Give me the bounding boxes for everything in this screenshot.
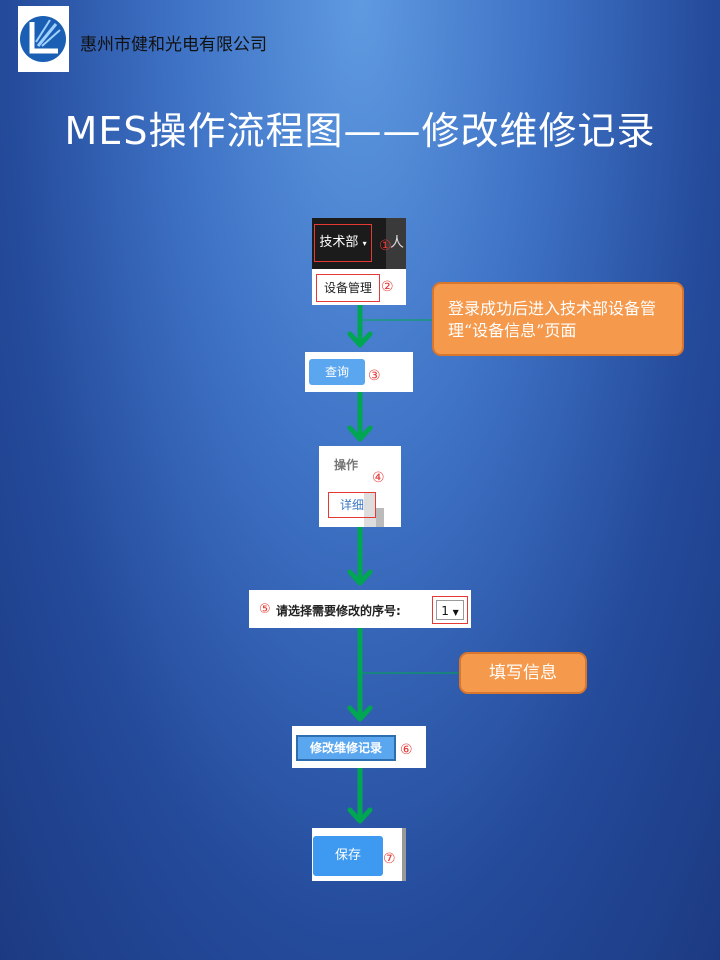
detail-button[interactable]: 详细 [328, 492, 376, 518]
equipment-management-item[interactable]: 设备管理 [316, 274, 380, 302]
page-title: MES操作流程图——修改维修记录 [64, 109, 656, 153]
modify-repair-record-button[interactable]: 修改维修记录 [296, 735, 396, 761]
tech-dept-label: 技术部 [319, 235, 359, 250]
scrollbar-thumb[interactable] [376, 508, 384, 527]
save-button[interactable]: 保存 [313, 836, 383, 876]
step6-number: ⑥ [400, 742, 413, 758]
serial-value: 1 [441, 604, 449, 618]
callout-fill-info: 填写信息 [459, 652, 587, 694]
step1-next-menu: 人 [386, 218, 406, 269]
dropdown-arrow-icon: ▼ [452, 608, 459, 617]
arrowhead-3 [347, 569, 373, 586]
arrowhead-2 [347, 425, 373, 442]
serial-select-highlight [432, 596, 468, 624]
step3-number: ③ [368, 368, 381, 384]
operation-column-header: 操作 [334, 458, 359, 472]
arrowhead-4 [347, 705, 373, 722]
step4-number: ④ [372, 470, 385, 486]
company-logo [18, 6, 69, 72]
step4-panel [319, 446, 401, 527]
step7-edge [402, 828, 406, 881]
step1-number: ① [379, 238, 392, 254]
step5-number: ⑤ [259, 602, 271, 617]
arrowhead-5 [347, 807, 373, 824]
chevron-down-icon: ▾ [362, 239, 367, 248]
callout-login-note: 登录成功后进入技术部设备管理“设备信息”页面 [432, 282, 684, 356]
arrowhead-1 [347, 331, 373, 348]
tech-dept-menu[interactable]: 技术部 ▾ [314, 224, 372, 262]
step2-number: ② [381, 279, 394, 295]
step2-panel [312, 269, 406, 305]
select-serial-label: 请选择需要修改的序号: [276, 604, 401, 618]
step7-number: ⑦ [383, 851, 396, 867]
serial-number-select[interactable]: 1 ▼ [436, 600, 464, 620]
scrollbar[interactable] [364, 492, 376, 527]
query-button[interactable]: 查询 [309, 359, 365, 385]
company-name: 惠州市健和光电有限公司 [80, 35, 267, 55]
